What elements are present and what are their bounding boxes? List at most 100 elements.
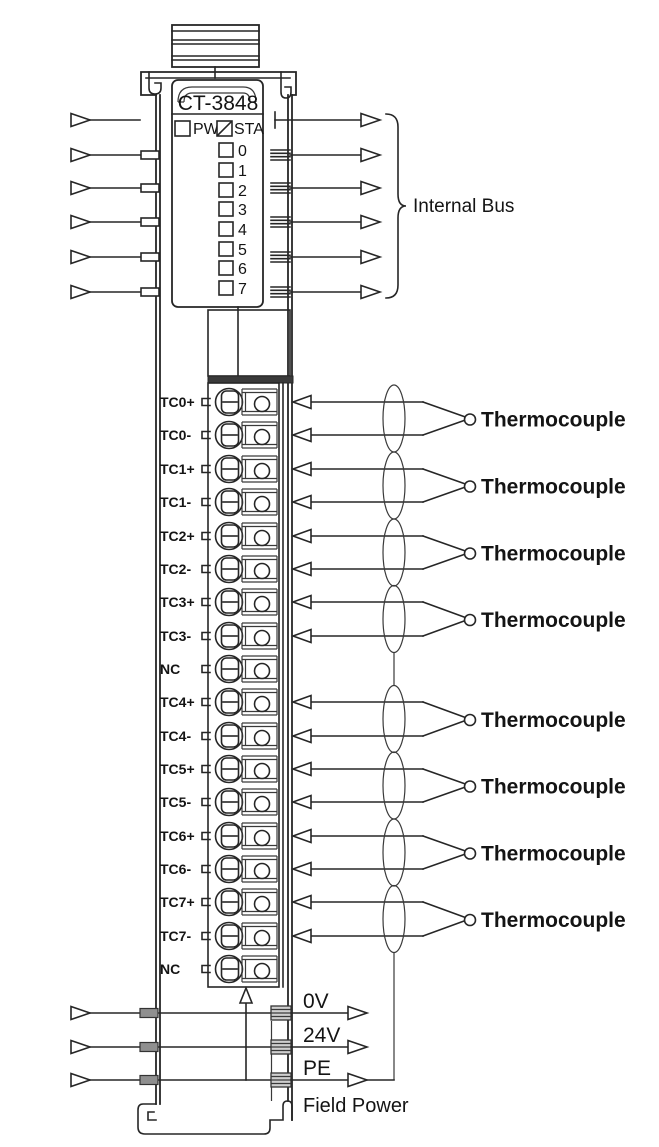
terminal-row: NC bbox=[160, 654, 278, 684]
terminal-row: TC4- bbox=[160, 721, 424, 751]
wire-entry-bracket bbox=[201, 864, 211, 874]
terminal-label: TC1- bbox=[160, 494, 191, 510]
thermocouple-junction bbox=[463, 480, 477, 493]
terminal-row: TC7+ bbox=[160, 887, 424, 917]
thermocouple-label: Thermocouple bbox=[481, 776, 626, 799]
bus-arrow-left bbox=[70, 147, 160, 163]
shield-ellipse bbox=[382, 884, 406, 954]
thermocouple-symbol: Thermocouple bbox=[382, 684, 626, 754]
clamp-screw bbox=[253, 962, 271, 980]
led-label: 4 bbox=[238, 222, 247, 239]
arrowhead-power-in bbox=[70, 1005, 93, 1021]
bus-arrow-left bbox=[70, 112, 141, 128]
led-row: 3 bbox=[218, 201, 247, 219]
led-label: 5 bbox=[238, 242, 247, 259]
wire-entry-bracket bbox=[201, 931, 211, 941]
led-indicator-box bbox=[218, 201, 234, 217]
arrowhead-into-terminal bbox=[290, 894, 312, 910]
wire-entry-bracket bbox=[201, 497, 211, 507]
terminal-row: TC5+ bbox=[160, 754, 424, 784]
clamp-screw bbox=[253, 762, 271, 780]
thermocouple-symbol: Thermocouple bbox=[382, 518, 626, 587]
led-label: 2 bbox=[238, 183, 247, 200]
bus-wall-pad-hatch bbox=[270, 286, 291, 298]
thermocouple-junction bbox=[463, 780, 477, 793]
thermocouple-junction bbox=[463, 713, 477, 727]
arrowhead-power-out bbox=[347, 1039, 370, 1055]
arrowhead-into-terminal bbox=[290, 394, 312, 410]
terminal-row: TC2+ bbox=[160, 521, 424, 551]
thermocouple-label: Thermocouple bbox=[481, 909, 626, 932]
wire-entry-bracket bbox=[201, 764, 211, 774]
wire-entry-bracket bbox=[201, 964, 211, 974]
thermocouple-leads bbox=[421, 600, 466, 638]
arrowhead-into-terminal bbox=[290, 494, 312, 510]
arrowhead-into-terminal bbox=[290, 928, 312, 944]
thermocouple-leads bbox=[421, 400, 466, 437]
internal-bus-left-arrows bbox=[70, 112, 160, 300]
wire-entry-bracket bbox=[201, 897, 211, 907]
power-terminal-pad-hatch bbox=[271, 1008, 291, 1018]
terminal-block-body bbox=[207, 382, 280, 988]
shield-ellipse bbox=[382, 684, 406, 754]
arrowhead-right bbox=[360, 249, 383, 265]
clamp-screw bbox=[253, 729, 271, 747]
wire-entry-bracket bbox=[201, 831, 211, 841]
thermocouple-label: Thermocouple bbox=[481, 543, 626, 566]
led-label: 6 bbox=[238, 261, 247, 278]
shield-ellipse bbox=[382, 818, 406, 887]
clamp-screw bbox=[253, 529, 271, 547]
wire-entry-bracket bbox=[201, 697, 211, 707]
thermocouple-junction bbox=[463, 613, 477, 627]
thermocouple-label: Thermocouple bbox=[481, 476, 626, 499]
bus-wall-pad-hatch bbox=[270, 182, 291, 194]
power-line-label: 0V bbox=[303, 990, 329, 1013]
terminal-label: TC3+ bbox=[160, 594, 195, 610]
arrowhead-right bbox=[70, 180, 93, 196]
arrowhead-right bbox=[70, 147, 93, 163]
clamp-screw bbox=[253, 929, 271, 947]
wire-entry-bracket bbox=[201, 631, 211, 641]
led-indicator-box bbox=[218, 221, 234, 237]
thermocouple-symbol: Thermocouple bbox=[382, 818, 626, 887]
clamp-screw bbox=[253, 795, 271, 813]
clamp-screw bbox=[253, 862, 271, 880]
sta-indicator-label: STA bbox=[234, 121, 264, 138]
wire-entry-bracket bbox=[201, 397, 211, 407]
wire-entry-bracket bbox=[201, 531, 211, 541]
arrowhead-into-terminal bbox=[290, 694, 312, 710]
terminal-rows: TC0+TC0-TC1+TC1-TC2+TC2-TC3+TC3-NCTC4+TC… bbox=[160, 387, 424, 984]
thermocouple-symbol: Thermocouple bbox=[382, 384, 626, 453]
bus-arrow-left bbox=[70, 214, 160, 230]
terminal-block: TC0+TC0-TC1+TC1-TC2+TC2-TC3+TC3-NCTC4+TC… bbox=[160, 375, 424, 988]
terminal-label: TC7+ bbox=[160, 894, 195, 910]
terminal-label: TC2+ bbox=[160, 528, 195, 544]
arrowhead-power-out bbox=[347, 1072, 370, 1088]
terminal-row: NC bbox=[160, 954, 278, 984]
arrowhead-into-terminal bbox=[290, 761, 312, 777]
arrowhead-into-terminal bbox=[290, 528, 312, 544]
pw-indicator-box bbox=[174, 120, 191, 137]
terminal-label: TC6+ bbox=[160, 828, 195, 844]
internal-bus-callout: Internal Bus bbox=[385, 113, 514, 299]
power-wall-pad bbox=[139, 1074, 159, 1086]
arrowhead-power-in bbox=[70, 1039, 93, 1055]
shield-ground-arrow bbox=[238, 985, 254, 1081]
bus-arrow-right bbox=[274, 111, 383, 129]
thermocouple-label: Thermocouple bbox=[481, 609, 626, 632]
terminal-label: TC0+ bbox=[160, 394, 195, 410]
led-indicator-box bbox=[218, 182, 234, 198]
terminal-label: TC5- bbox=[160, 794, 191, 810]
terminal-row: TC3+ bbox=[160, 587, 424, 617]
arrowhead-power-in bbox=[70, 1072, 93, 1088]
clamp-screw bbox=[253, 695, 271, 713]
arrowhead-right bbox=[360, 147, 383, 163]
terminal-label: NC bbox=[160, 661, 180, 677]
top-connector bbox=[171, 24, 260, 79]
arrowhead-into-terminal bbox=[290, 561, 312, 577]
terminal-row: TC6- bbox=[160, 854, 424, 884]
internal-bus-brace bbox=[385, 113, 407, 299]
led-label: 3 bbox=[238, 202, 247, 219]
